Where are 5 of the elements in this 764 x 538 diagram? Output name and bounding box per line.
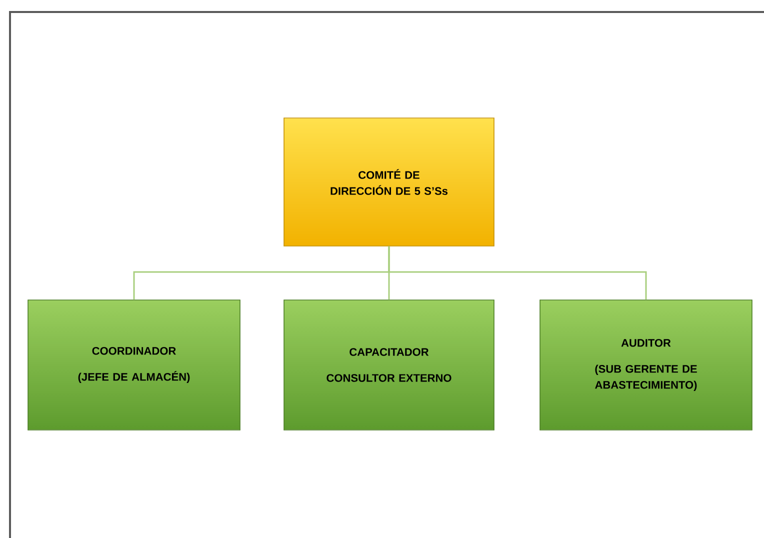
role-box: AUDITOR (SUB GERENTE DE ABASTECIMIENTO) xyxy=(540,300,752,430)
role-box: CAPACITADOR CONSULTOR EXTERNO xyxy=(284,300,494,430)
connector-line xyxy=(388,246,647,300)
committee-box: COMITÉ DE DIRECCIÓN DE 5 S’Ss xyxy=(284,118,494,246)
role-box: COORDINADOR (JEFE DE ALMACÉN) xyxy=(28,300,240,430)
